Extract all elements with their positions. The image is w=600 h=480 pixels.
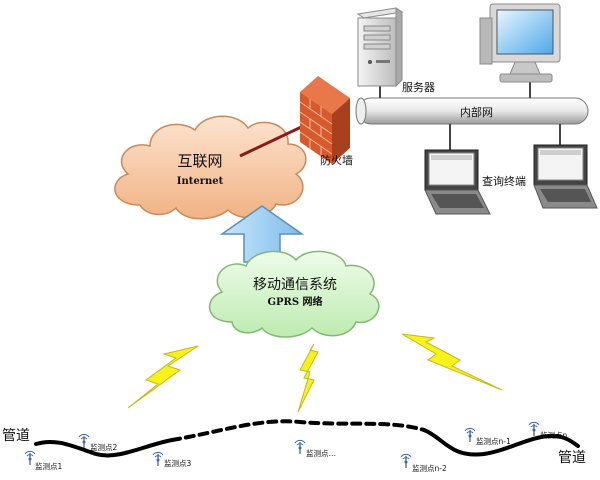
- lan-label: 内部网: [460, 105, 493, 119]
- server-icon: [356, 7, 404, 88]
- monitoring-point: 监测点n-2: [400, 453, 447, 473]
- monitoring-point: 监测点n: [528, 421, 567, 440]
- antenna-icon: [400, 453, 412, 468]
- antenna-icon: [464, 427, 476, 442]
- pipeline: [34, 419, 580, 458]
- internet-subtitle: Internet: [177, 176, 224, 187]
- mobile-network-cloud: 移动通信系统 GPRS 网络: [208, 250, 380, 338]
- monitoring-point-label: 监测点n: [540, 430, 567, 440]
- mobile-title: 移动通信系统: [253, 277, 337, 293]
- pipeline-right-label: 管道: [558, 450, 586, 466]
- monitoring-point: 监测点n-1: [464, 427, 511, 446]
- terminal-label: 查询终端: [482, 174, 526, 188]
- antenna-icon: [78, 433, 90, 448]
- monitoring-point-label: 监测点n-2: [412, 463, 447, 473]
- laptop-icon: [533, 144, 598, 209]
- monitoring-point-label: 监测点1: [35, 461, 62, 471]
- monitoring-point-label: 监测点2: [90, 442, 117, 452]
- antenna-icon: [528, 421, 540, 436]
- mobile-subtitle: GPRS 网络: [267, 295, 322, 308]
- antenna-icon: [152, 451, 164, 466]
- lightning-icon: [127, 345, 199, 409]
- monitoring-point-label: 监测点3: [164, 458, 191, 468]
- monitoring-point: 监测点3: [152, 451, 191, 468]
- monitoring-point-label: 监测点n-1: [476, 436, 511, 446]
- monitoring-point-label: 监测点…: [306, 448, 336, 458]
- server-label: 服务器: [402, 81, 435, 94]
- internet-cloud: 互联网 Internet: [114, 115, 307, 220]
- pipeline-left-label: 管道: [2, 428, 30, 444]
- monitoring-point: 监测点2: [78, 433, 117, 452]
- lightning-icon: [297, 343, 319, 413]
- firewall-label: 防火墙: [320, 153, 353, 167]
- desktop-computer-icon: [479, 3, 561, 83]
- antenna-icon: [294, 439, 306, 454]
- laptop-icon: [424, 149, 491, 215]
- lightning-icon: [401, 333, 503, 391]
- monitoring-point: 监测点1: [24, 450, 62, 471]
- lan-bus: [355, 97, 589, 125]
- monitoring-point: 监测点…: [294, 439, 336, 458]
- firewall-icon: [299, 76, 350, 164]
- antenna-icon: [24, 450, 36, 465]
- internet-title: 互联网: [177, 152, 222, 170]
